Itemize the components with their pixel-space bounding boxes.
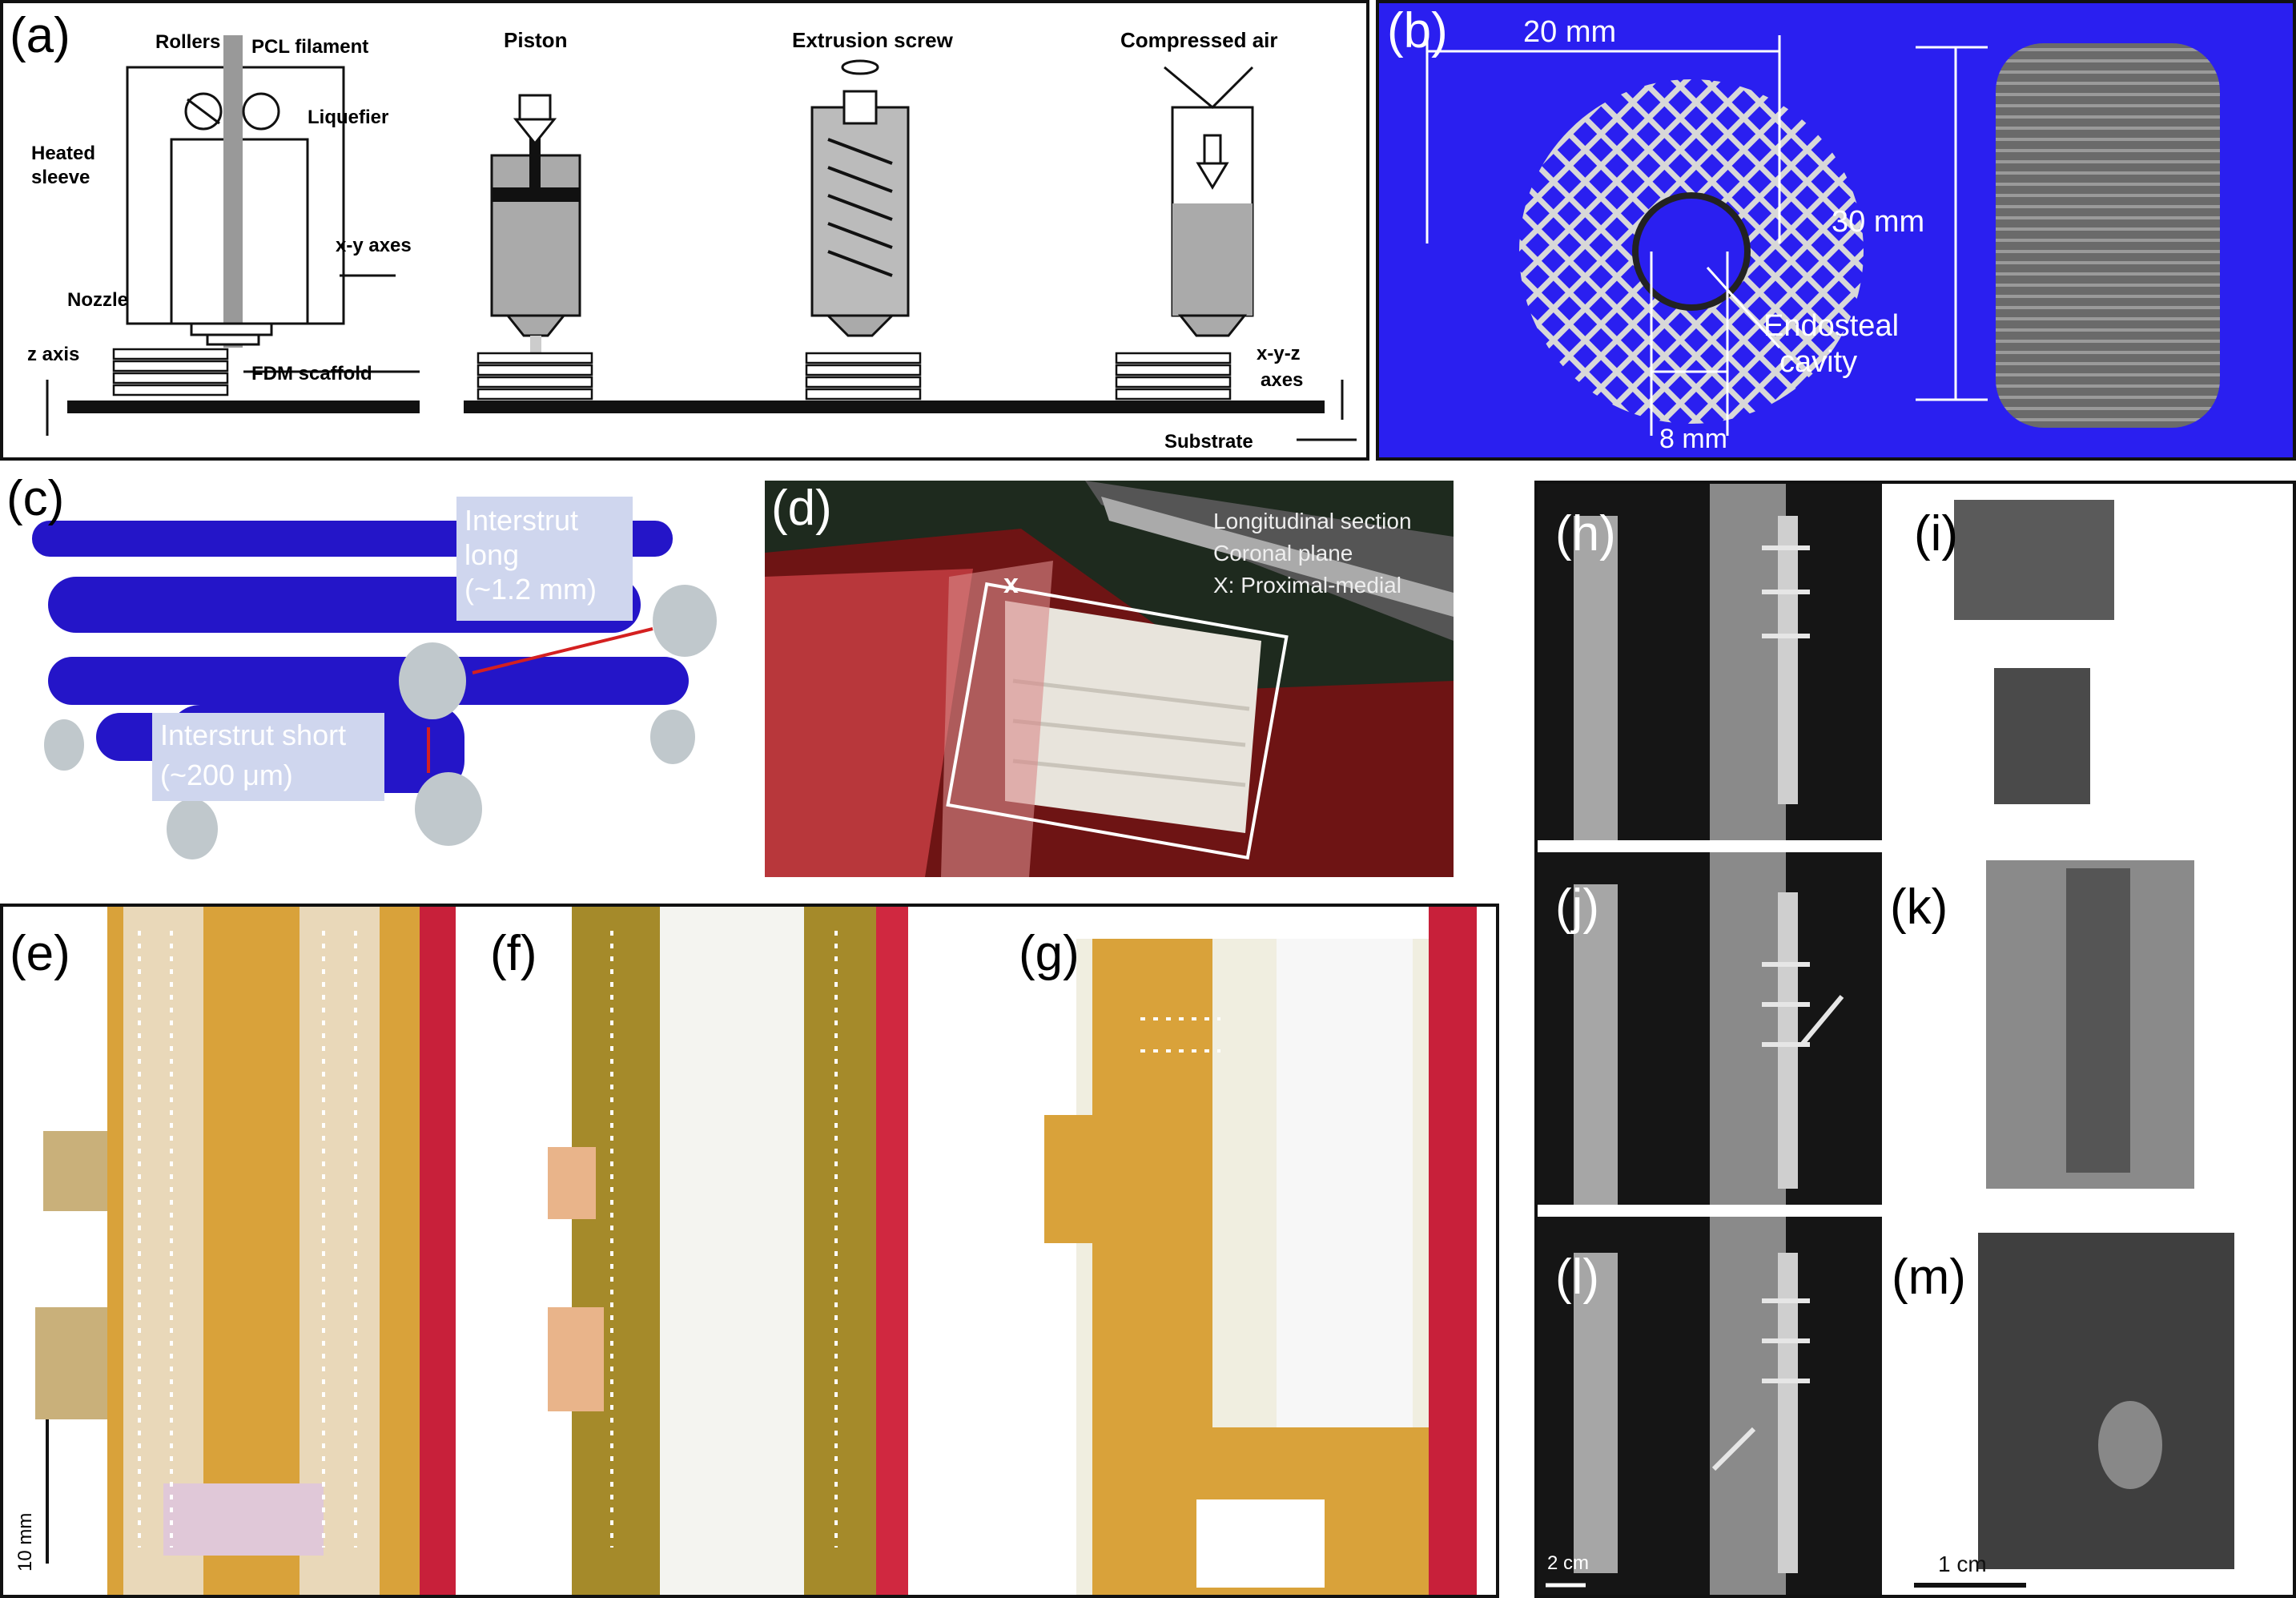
- compressed-air-label: Compressed air: [1120, 28, 1278, 52]
- panel-b-scaffold-render: 20 mm 30 mm 8 mm Endosteal cavity (b): [1376, 0, 2296, 461]
- interstrut-long-label-3: (~1.2 mm): [464, 573, 597, 606]
- panel-l-label: (l): [1555, 1250, 1600, 1305]
- panel-d-label: (d): [771, 481, 832, 536]
- substrate-label: Substrate: [1164, 431, 1253, 453]
- panel-b-label: (b): [1387, 3, 1448, 58]
- histology-group: 10 mm (e) (f) (g): [0, 904, 1499, 1598]
- longitudinal-section-label: Longitudinal section: [1213, 509, 1412, 533]
- fdm-scaffold-label: FDM scaffold: [251, 363, 372, 384]
- scale-10mm-label: 10 mm: [14, 1513, 36, 1572]
- scale-2cm-label: 2 cm: [1547, 1552, 1589, 1574]
- panel-m-label: (m): [1892, 1250, 1966, 1305]
- endosteal-label-1: Endosteal: [1763, 309, 1899, 343]
- radiograph-group: 2 cm 1 cm (h) (i) (j) (k) (l) (m): [1534, 481, 2296, 1598]
- piston-label: Piston: [504, 28, 567, 52]
- nozzle-label: Nozzle: [67, 289, 128, 311]
- interstrut-long-label-1: Interstrut: [464, 504, 578, 537]
- panel-f-label: (f): [490, 926, 537, 981]
- z-axis-label: z axis: [27, 344, 79, 365]
- scale-1cm-label: 1 cm: [1938, 1552, 1987, 1576]
- scaffold-render: 20 mm 30 mm 8 mm Endosteal cavity: [1425, 15, 2220, 454]
- height-30mm-label: 30 mm: [1832, 205, 1924, 239]
- rollers-label: Rollers: [155, 31, 220, 53]
- x-marker-label: x: [1003, 569, 1019, 599]
- xyz-label-2: axes: [1261, 369, 1303, 391]
- panel-h-label: (h): [1555, 506, 1616, 562]
- heated-label: Heated: [31, 143, 95, 164]
- coronal-plane-label: Coronal plane: [1213, 541, 1353, 566]
- pcl-label: PCL filament: [251, 36, 368, 58]
- histology-sections: 10 mm: [14, 907, 1477, 1595]
- panel-a-extrusion-schematic: (a): [0, 0, 1369, 461]
- liquefier-label: Liquefier: [308, 107, 388, 128]
- radiograph-images: 2 cm 1 cm: [1538, 484, 2234, 1595]
- interstrut-long-label-2: long: [464, 538, 519, 571]
- panel-c-strut-model: Interstrut long (~1.2 mm) Interstrut sho…: [0, 473, 741, 873]
- panel-e-label: (e): [10, 926, 70, 981]
- panel-j-label: (j): [1555, 880, 1600, 935]
- panel-g-label: (g): [1019, 926, 1080, 981]
- strut-model: Interstrut long (~1.2 mm) Interstrut sho…: [32, 497, 717, 859]
- panel-d-surgical-photo: Longitudinal section Coronal plane X: Pr…: [765, 481, 1454, 877]
- width-20mm-label: 20 mm: [1523, 15, 1616, 49]
- extrusion-screw-label: Extrusion screw: [792, 28, 954, 52]
- interstrut-short-label-2: (~200 μm): [160, 759, 293, 791]
- extrusion-schematic: Rollers PCL filament Liquefier Heated sl…: [27, 28, 1357, 453]
- panel-c-label: (c): [6, 473, 65, 526]
- width-8mm-label: 8 mm: [1659, 424, 1727, 454]
- panel-i-label: (i): [1914, 506, 1959, 562]
- sleeve-label: sleeve: [31, 167, 90, 188]
- xy-axes-label: x-y axes: [336, 235, 412, 256]
- panel-k-label: (k): [1890, 880, 1948, 935]
- interstrut-short-label-1: Interstrut short: [160, 718, 346, 751]
- endosteal-label-2: cavity: [1779, 345, 1857, 379]
- proximal-medial-label: X: Proximal-medial: [1213, 573, 1401, 598]
- xyz-label-1: x-y-z: [1257, 343, 1301, 364]
- panel-a-label: (a): [10, 8, 70, 63]
- surgical-photo: Longitudinal section Coronal plane X: Pr…: [765, 481, 1454, 877]
